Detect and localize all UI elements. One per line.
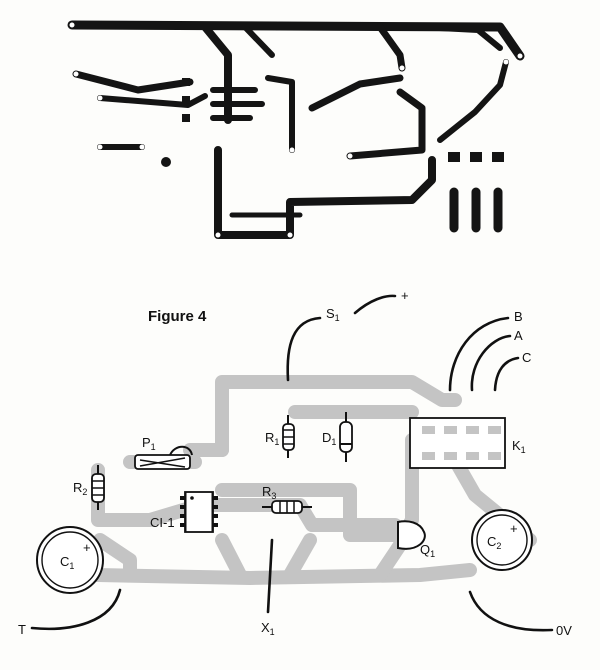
label-s1-plus: + (401, 288, 409, 303)
label-c2: C2 (487, 534, 501, 551)
label-r2: R2 (73, 480, 87, 497)
copper-right-diag (437, 59, 509, 143)
label-q1: Q1 (420, 542, 435, 559)
copper-bus-drop-right (376, 23, 406, 72)
wire-s1 (286, 316, 322, 382)
label-0v: 0V (556, 623, 572, 638)
copper-bus-drop-mid (242, 24, 275, 58)
label-a: A (514, 328, 523, 343)
overlay-left-diag (93, 533, 137, 582)
relay-k1 (409, 417, 506, 469)
overlay-center-diag (215, 533, 407, 582)
copper-right-hook (308, 74, 404, 112)
label-r1: R1 (265, 430, 279, 447)
wire-b (448, 316, 510, 392)
capacitor-c1 (36, 526, 104, 594)
wire-s1-plus (353, 294, 397, 315)
overlay-top-rail (215, 375, 462, 457)
resistor-r1 (282, 415, 295, 458)
copper-center-arm (265, 75, 295, 153)
wire-x1 (266, 538, 274, 614)
copper-bus-branch (417, 24, 503, 51)
label-c1-plus: + (83, 540, 91, 555)
label-t: T (18, 622, 26, 637)
wire-t (30, 588, 122, 631)
wire-a (470, 334, 512, 392)
label-c: C (522, 350, 531, 365)
label-k1: K1 (512, 438, 526, 455)
label-d1: D1 (322, 430, 336, 447)
overlay-mid-run (215, 483, 407, 542)
label-c2-plus: + (510, 521, 518, 536)
label-c1: C1 (60, 554, 74, 571)
wire-c (493, 356, 520, 392)
copper-left-lower (97, 93, 208, 108)
capacitor-c2 (471, 509, 533, 571)
copper-top-bus (67, 20, 525, 61)
copper-center-spine (214, 146, 436, 239)
wires (30, 294, 554, 632)
diode-d1 (339, 412, 353, 462)
overlay-bottom-rail (91, 563, 477, 585)
label-r3: R3 (262, 484, 276, 501)
copper-right-loop (346, 88, 426, 160)
label-s1: S1 (326, 306, 340, 323)
label-p1: P1 (142, 435, 156, 452)
wire-0v (468, 590, 554, 632)
copper-holes (69, 22, 523, 238)
resistor-r2 (91, 465, 105, 510)
component-labels: S1 + B A C K1 D1 R1 P1 R2 R3 CI-1 C1 + C… (18, 288, 572, 638)
copper-pads (161, 78, 504, 167)
ic-ci1 (180, 491, 218, 533)
transistor-q1 (397, 520, 426, 550)
copper-bus-drop-left (201, 23, 232, 124)
copper-left-upper (72, 70, 194, 94)
figure-caption: Figure 4 (148, 308, 207, 325)
resistor-r3 (262, 500, 312, 514)
copper-center-pads (210, 87, 265, 121)
label-ci1: CI-1 (150, 515, 175, 530)
potentiometer-p1 (134, 445, 193, 470)
label-b: B (514, 309, 523, 324)
copper-layout (67, 20, 525, 239)
label-x1: X1 (261, 620, 275, 637)
trace-overlay (91, 375, 537, 585)
